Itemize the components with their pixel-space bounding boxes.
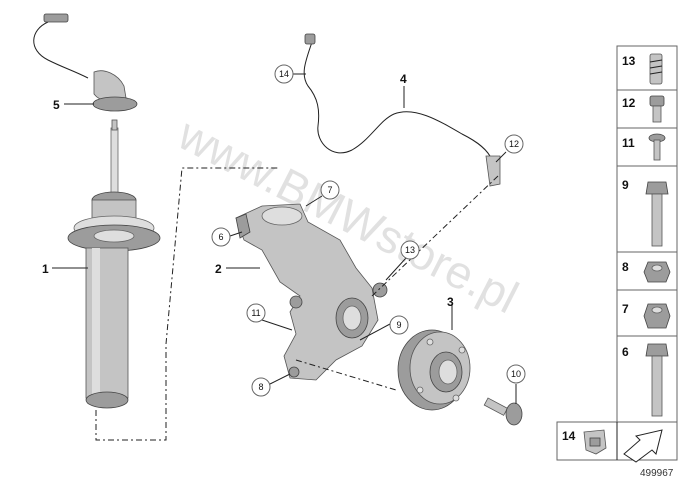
assembly-line-strut <box>95 167 280 441</box>
assembly-line-sensor <box>371 175 499 297</box>
callout-11: 11 <box>246 303 266 323</box>
callout-10: 10 <box>506 364 526 384</box>
collar-bolt <box>483 397 523 426</box>
svg-text:8: 8 <box>622 260 629 274</box>
panel-item-8: 8 <box>616 251 678 291</box>
panel-item-6: 6 <box>616 335 678 423</box>
callout-7: 7 <box>320 180 340 200</box>
callout-8: 8 <box>251 377 271 397</box>
panel-item-7: 7 <box>616 289 678 337</box>
svg-text:9: 9 <box>396 320 401 330</box>
panel-item-9: 9 <box>616 165 678 253</box>
callout-5: 5 <box>53 98 60 112</box>
callout-1: 1 <box>42 262 49 276</box>
svg-text:14: 14 <box>562 429 576 443</box>
svg-text:9: 9 <box>622 178 629 192</box>
fastener-panel: 13 12 11 9 8 <box>616 45 678 423</box>
wheel-hub <box>397 329 471 411</box>
svg-text:11: 11 <box>251 308 260 318</box>
svg-text:7: 7 <box>622 302 629 316</box>
steering-knuckle <box>235 203 388 381</box>
shock-absorber <box>67 119 161 409</box>
callout-4: 4 <box>400 72 407 86</box>
panel-item-13: 13 <box>616 45 678 91</box>
svg-text:6: 6 <box>218 232 223 242</box>
svg-text:6: 6 <box>622 345 629 359</box>
callout-13: 13 <box>400 240 420 260</box>
callout-3: 3 <box>447 295 454 309</box>
svg-text:11: 11 <box>622 136 635 150</box>
support-bearing-boot <box>33 13 138 112</box>
assembly-line-hub <box>295 359 397 391</box>
svg-text:13: 13 <box>405 245 415 255</box>
svg-text:12: 12 <box>622 96 636 110</box>
callout-6: 6 <box>211 227 231 247</box>
svg-text:12: 12 <box>509 139 519 149</box>
panel-item-12: 12 <box>616 89 678 129</box>
diagram-id: 499967 <box>640 468 674 479</box>
clip-panel: 14 <box>556 421 678 463</box>
callout-14: 14 <box>274 64 294 84</box>
svg-text:8: 8 <box>258 382 263 392</box>
arrow-icon <box>623 429 663 463</box>
callout-9: 9 <box>389 315 409 335</box>
svg-text:7: 7 <box>327 185 332 195</box>
svg-text:10: 10 <box>511 369 521 379</box>
svg-text:14: 14 <box>279 69 289 79</box>
panel-item-11: 11 <box>616 127 678 167</box>
svg-text:13: 13 <box>622 54 636 68</box>
clip-icon <box>583 429 607 455</box>
callout-2: 2 <box>215 262 222 276</box>
callout-12: 12 <box>504 134 524 154</box>
wheel-speed-sensor <box>303 33 501 187</box>
